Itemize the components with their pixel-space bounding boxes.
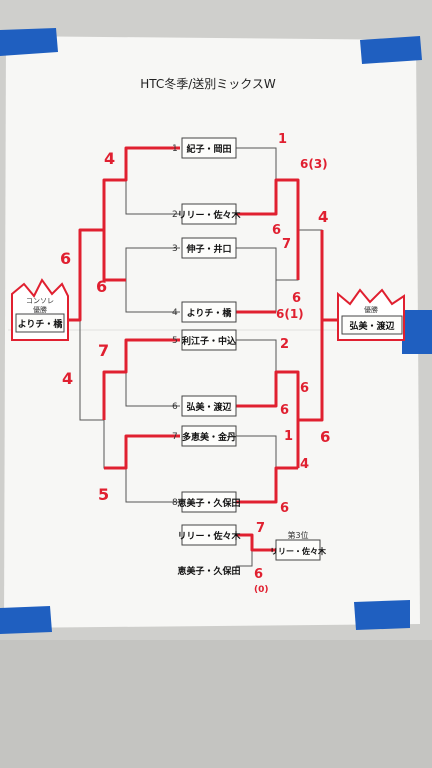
score-sf-3: 6 (300, 381, 309, 396)
seed-8: 8 (172, 498, 178, 508)
consolation-label-1: コンソレ (26, 297, 54, 305)
team-box-8 (181, 491, 237, 513)
score-final-1: 4 (318, 208, 328, 226)
seed-numbers: 1 2 3 4 5 6 7 8 (172, 144, 178, 508)
team-2: リリー・佐々木 (177, 209, 241, 221)
score-r1-7: 1 (284, 429, 293, 444)
score-r1-1: 1 (278, 132, 287, 147)
seed-3: 3 (172, 244, 178, 254)
seed-7: 7 (172, 432, 178, 442)
team-box-6 (181, 395, 237, 417)
seed-5: 5 (172, 336, 178, 346)
tape-bottom-right (354, 600, 410, 630)
seed-6: 6 (172, 402, 178, 412)
consolation-box (15, 313, 65, 333)
seed-4: 4 (172, 308, 178, 318)
tape-top-left (0, 28, 58, 56)
team-box-4 (181, 301, 237, 323)
score-cons-4: 5 (98, 485, 109, 504)
cons-line-1 (102, 146, 180, 282)
third-line (236, 533, 276, 552)
score-final-2: 6 (320, 428, 330, 446)
win-line-final (298, 230, 324, 422)
third-player-1: リリー・佐々木 (177, 530, 241, 542)
score-sf-1: 6(3) (300, 157, 328, 171)
consolation-label-2: 優勝 (33, 305, 47, 314)
score-third-tb: (0) (254, 585, 269, 595)
score-r1-2: 6 (272, 223, 281, 238)
team-box-2 (181, 203, 237, 225)
team-1: 紀子・岡田 (186, 143, 231, 155)
team-names: 紀子・岡田 リリー・佐々木 伸子・井口 よりチ・橋 利江子・中込 弘美・渡辺 多… (177, 143, 241, 577)
score-r1-3: 7 (282, 237, 291, 252)
team-6: 弘美・渡辺 (186, 401, 231, 413)
score-r1-4: 6(1) (276, 307, 304, 321)
score-cons-final-1: 6 (60, 249, 71, 268)
score-r1-6: 6 (280, 403, 289, 418)
third-winner-box (275, 539, 321, 561)
score-cons-1: 4 (104, 149, 115, 168)
team-7: 多恵美・金丹 (182, 431, 236, 443)
team-4: よりチ・橋 (187, 307, 233, 319)
cons-line-3 (102, 338, 180, 420)
score-third-2: 6 (254, 567, 263, 582)
third-player-2: 恵美子・久保田 (177, 565, 240, 577)
champion-label: 優勝 (364, 305, 378, 314)
score-r1-8: 6 (280, 501, 289, 516)
team-boxes (181, 137, 321, 561)
team-8: 恵美子・久保田 (177, 497, 240, 509)
team-box-5 (181, 329, 237, 351)
champion-name: 弘美・渡辺 (349, 320, 394, 332)
third-place-winner: リリー・佐々木 (270, 546, 327, 556)
tape-top-right (360, 36, 422, 64)
win-line-r1-6 (236, 370, 300, 468)
score-cons-final-2: 4 (62, 369, 73, 388)
tape-right-middle (402, 310, 432, 354)
score-cons-3: 7 (98, 341, 109, 360)
scores: 1 6 7 6(1) 2 6 1 6 6(3) 6 6 4 4 6 4 6 7 … (60, 132, 330, 595)
team-box-1 (181, 137, 237, 159)
third-box-1 (181, 524, 237, 546)
seed-1: 1 (172, 144, 178, 154)
champion-box (341, 315, 403, 335)
wall-lower (0, 640, 432, 768)
score-sf-2: 6 (292, 291, 301, 306)
seed-2: 2 (172, 210, 178, 220)
score-third-1: 7 (256, 521, 265, 536)
consolation-name: よりチ・橋 (18, 318, 64, 330)
cons-line-4 (104, 434, 180, 470)
team-box-7 (181, 425, 237, 447)
win-line-sf1 (236, 178, 300, 280)
tape-bottom-left (0, 606, 52, 634)
winner-lines (60, 146, 340, 552)
team-5: 利江子・中込 (181, 335, 236, 347)
team-3: 伸子・井口 (185, 243, 231, 255)
win-line-r1-8 (236, 466, 298, 504)
team-box-3 (181, 237, 237, 259)
score-r1-5: 2 (280, 337, 289, 352)
cons-line-2 (60, 228, 104, 322)
score-cons-2: 6 (96, 277, 107, 296)
bracket-title: HTC冬季/送別ミックスW (140, 76, 276, 91)
score-sf-4: 4 (300, 457, 309, 472)
third-place-label: 第3位 (287, 530, 308, 540)
